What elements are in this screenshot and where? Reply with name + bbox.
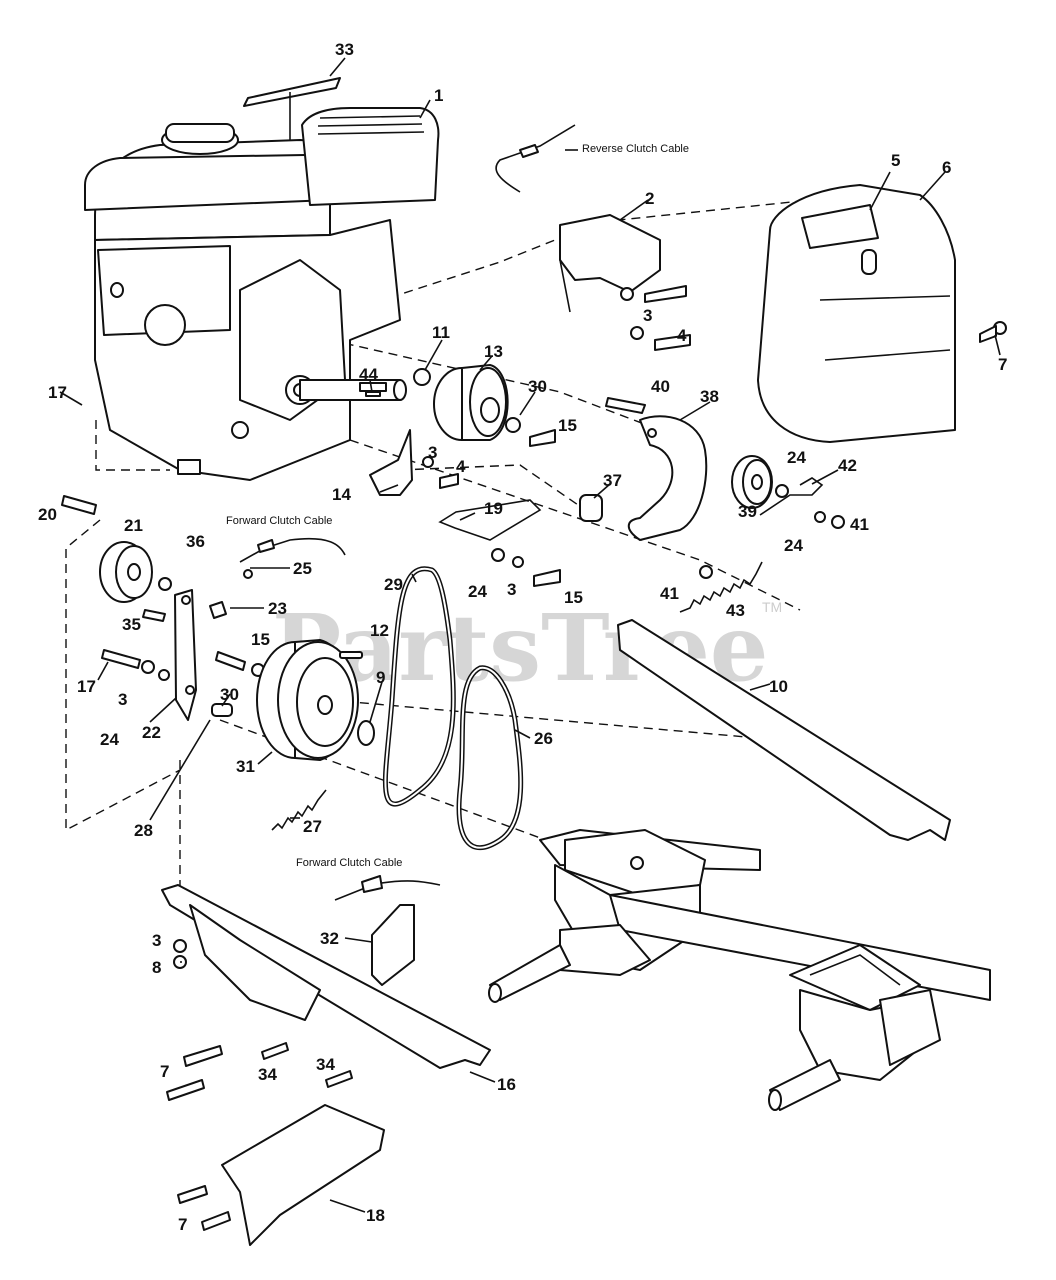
shield-18 xyxy=(221,1104,385,1246)
spring-27 xyxy=(271,789,327,831)
callout-24a: 24 xyxy=(787,448,806,467)
callout-21: 21 xyxy=(124,516,143,535)
forward-clutch-cable-label-lower: Forward Clutch Cable xyxy=(296,857,402,869)
callout-4a: 4 xyxy=(677,326,687,345)
callout-20: 20 xyxy=(38,505,57,524)
callout-40: 40 xyxy=(651,377,670,396)
decal xyxy=(243,77,341,107)
callout-12: 12 xyxy=(370,621,389,640)
callout-39: 39 xyxy=(738,502,757,521)
frame-bar-10 xyxy=(617,619,951,841)
callout-3e: 3 xyxy=(152,931,161,950)
callout-42: 42 xyxy=(838,456,857,475)
plate-38 xyxy=(627,415,708,541)
rod-19 xyxy=(438,499,542,541)
callout-15c: 15 xyxy=(251,630,270,649)
callout-27: 27 xyxy=(303,817,322,836)
callout-15b: 15 xyxy=(564,588,583,607)
callout-24d: 24 xyxy=(100,730,119,749)
belt-cover xyxy=(757,184,956,443)
callout-35: 35 xyxy=(122,615,141,634)
callout-29: 29 xyxy=(384,575,403,594)
bracket-32 xyxy=(371,904,415,986)
callout-3d: 3 xyxy=(118,690,127,709)
bracket-14 xyxy=(369,429,413,496)
callout-24b: 24 xyxy=(784,536,803,555)
forward-clutch-cable-lower: Forward Clutch Cable xyxy=(296,857,441,901)
idler-pulley-21 xyxy=(99,541,153,603)
callout-32: 32 xyxy=(320,929,339,948)
callout-22: 22 xyxy=(142,723,161,742)
callout-37: 37 xyxy=(603,471,622,490)
callout-3b: 3 xyxy=(428,443,437,462)
reverse-clutch-cable-label: Reverse Clutch Cable xyxy=(582,143,689,155)
callout-7c: 7 xyxy=(178,1215,187,1234)
callout-33: 33 xyxy=(335,40,354,59)
callout-7b: 7 xyxy=(160,1062,169,1081)
callout-11: 11 xyxy=(432,323,450,342)
callout-23: 23 xyxy=(268,599,287,618)
callout-24c: 24 xyxy=(468,582,487,601)
callout-3c: 3 xyxy=(507,580,516,599)
callout-38: 38 xyxy=(700,387,719,406)
callout-4b: 4 xyxy=(456,457,466,476)
callout-25: 25 xyxy=(293,559,312,578)
callout-30b: 30 xyxy=(220,685,239,704)
callout-14: 14 xyxy=(332,485,351,504)
callout-30a: 30 xyxy=(528,377,547,396)
forward-clutch-cable-upper: Forward Clutch Cable xyxy=(226,515,346,563)
callout-13: 13 xyxy=(484,342,503,361)
callout-41b: 41 xyxy=(660,584,679,603)
callout-5: 5 xyxy=(891,151,900,170)
forward-clutch-cable-label-upper: Forward Clutch Cable xyxy=(226,515,332,527)
bracket-2 xyxy=(559,214,661,293)
spacer-37 xyxy=(579,494,603,522)
callout-2: 2 xyxy=(645,189,654,208)
leader-lines xyxy=(59,57,1001,1213)
transmission xyxy=(488,829,991,1111)
washer-11 xyxy=(413,368,431,386)
callout-34b: 34 xyxy=(316,1055,335,1074)
reverse-clutch-cable: Reverse Clutch Cable xyxy=(495,124,689,193)
spring-43 xyxy=(679,561,763,613)
callout-26: 26 xyxy=(534,729,553,748)
callout-15a: 15 xyxy=(558,416,577,435)
callout-1: 1 xyxy=(434,86,443,105)
callout-6: 6 xyxy=(942,158,951,177)
idler-pulley-39 xyxy=(731,455,773,509)
callout-numbers: 1 2 3 4 5 6 7 11 13 30 15 44 17 3 4 14 1… xyxy=(38,40,1007,1234)
watermark-trademark: TM xyxy=(762,599,782,615)
clutch-arm-22 xyxy=(174,589,197,721)
v-belt-29 xyxy=(382,566,456,807)
callout-10: 10 xyxy=(769,677,788,696)
callout-8: 8 xyxy=(152,958,161,977)
callout-16: 16 xyxy=(497,1075,516,1094)
pulley-13 xyxy=(433,364,509,441)
callout-19: 19 xyxy=(484,499,503,518)
callout-44: 44 xyxy=(359,365,378,384)
engine-pulley-31 xyxy=(256,639,359,761)
callout-28: 28 xyxy=(134,821,153,840)
callout-17b: 17 xyxy=(77,677,96,696)
callout-43: 43 xyxy=(726,601,745,620)
callout-18: 18 xyxy=(366,1206,385,1225)
callout-9: 9 xyxy=(376,668,385,687)
callout-34a: 34 xyxy=(258,1065,277,1084)
callout-41a: 41 xyxy=(850,515,869,534)
frame-bar-16 xyxy=(161,884,491,1069)
callout-17a: 17 xyxy=(48,383,67,402)
callout-7a: 7 xyxy=(998,355,1007,374)
callout-36: 36 xyxy=(186,532,205,551)
v-belt-26 xyxy=(456,665,524,851)
callout-31: 31 xyxy=(236,757,255,776)
engine xyxy=(84,107,440,481)
callout-3a: 3 xyxy=(643,306,652,325)
